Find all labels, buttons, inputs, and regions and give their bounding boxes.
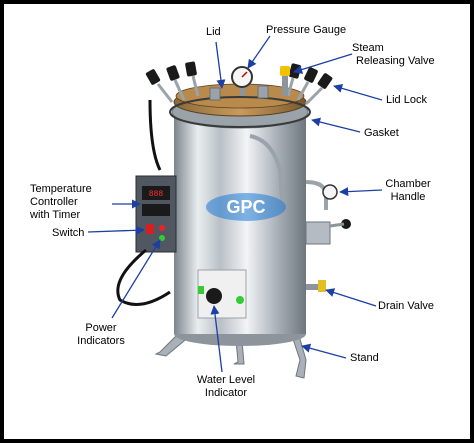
label-steam-valve-line1: Steam <box>352 42 384 54</box>
chamber-handle <box>305 180 351 245</box>
label-chamber-handle-line2: Handle <box>390 191 426 203</box>
water-level-indicator <box>197 269 247 319</box>
watermark-text: GPC <box>226 197 265 217</box>
switch-button <box>146 224 154 234</box>
label-stand: Stand <box>350 352 379 364</box>
arrow-gasket <box>311 117 361 133</box>
arrow-steam-valve <box>293 53 353 74</box>
label-water-level-line2: Indicator <box>204 387 248 399</box>
arrow-power-indicators <box>111 239 161 319</box>
pressure-gauge <box>231 66 253 96</box>
arrow-drain-valve <box>325 288 377 307</box>
steam-pipe <box>249 134 284 201</box>
watermark-logo: GPC <box>206 193 286 221</box>
label-power-line2: Indicators <box>77 335 125 347</box>
label-steam-valve-line2: Releasing Valve <box>356 55 435 67</box>
arrow-stand <box>301 343 347 359</box>
power-indicator-led <box>159 225 165 231</box>
arrow-switch <box>87 225 145 235</box>
power-cord <box>116 248 171 306</box>
label-power-line1: Power <box>85 322 117 334</box>
callout-arrows <box>87 35 383 373</box>
arrow-lid <box>215 41 226 89</box>
label-temp-line3: with Timer <box>30 209 81 221</box>
arrow-chamber-handle <box>339 187 383 197</box>
label-chamber-handle-line1: Chamber <box>385 178 431 190</box>
arrow-pressure-gauge <box>247 35 271 69</box>
label-lid: Lid <box>206 26 221 38</box>
label-switch: Switch <box>52 227 85 239</box>
power-cord <box>148 99 162 171</box>
controller-display: 888 <box>149 190 164 199</box>
label-pressure-gauge: Pressure Gauge <box>266 24 347 36</box>
arrow-lid-lock <box>333 83 383 101</box>
label-gasket: Gasket <box>364 127 399 139</box>
power-indicator-led <box>159 235 165 241</box>
arrow-water-level <box>210 305 223 373</box>
drain-valve <box>306 280 326 292</box>
label-temp-line2: Controller <box>30 196 78 208</box>
lid-fittings <box>209 85 269 101</box>
gasket <box>169 96 311 128</box>
steam-releasing-valve <box>280 66 290 96</box>
label-water-level-line1: Water Level <box>196 374 256 386</box>
label-temp-line1: Temperature <box>30 183 92 195</box>
label-drain-valve: Drain Valve <box>378 300 435 312</box>
label-lid-lock: Lid Lock <box>386 94 427 106</box>
temperature-controller-box: 888 <box>135 175 177 253</box>
